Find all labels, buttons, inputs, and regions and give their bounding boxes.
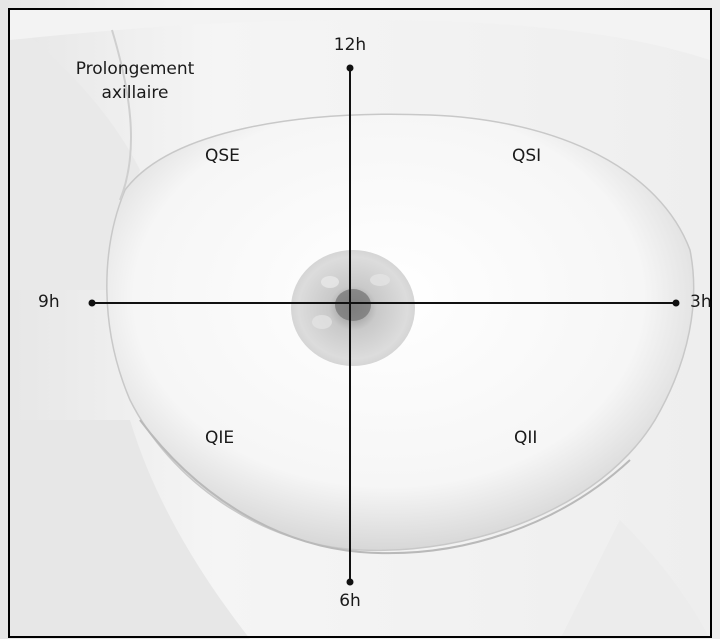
quadrant-label-qie: QIE xyxy=(205,430,234,447)
quadrant-label-qsi: QSI xyxy=(512,148,541,165)
axis-label-12h: 12h xyxy=(334,37,366,54)
axis-right-dot xyxy=(673,300,680,307)
quadrant-label-qii: QII xyxy=(514,430,537,447)
region-label-axillary: Prolongement axillaire xyxy=(76,58,195,106)
region-label-axillary-line1: Prolongement xyxy=(76,58,195,82)
areola-highlight-2 xyxy=(370,274,390,286)
axis-label-6h: 6h xyxy=(339,593,361,610)
axis-bottom-dot xyxy=(347,579,354,586)
quadrant-label-qse: QSE xyxy=(205,148,240,165)
axis-label-9h: 9h xyxy=(38,294,60,311)
areola-highlight-1 xyxy=(321,276,339,288)
axis-top-dot xyxy=(347,65,354,72)
axis-label-3h: 3h xyxy=(690,294,712,311)
region-label-axillary-line2: axillaire xyxy=(76,82,195,106)
areola-highlight-3 xyxy=(312,315,332,329)
axis-left-dot xyxy=(89,300,96,307)
nipple xyxy=(335,289,371,321)
